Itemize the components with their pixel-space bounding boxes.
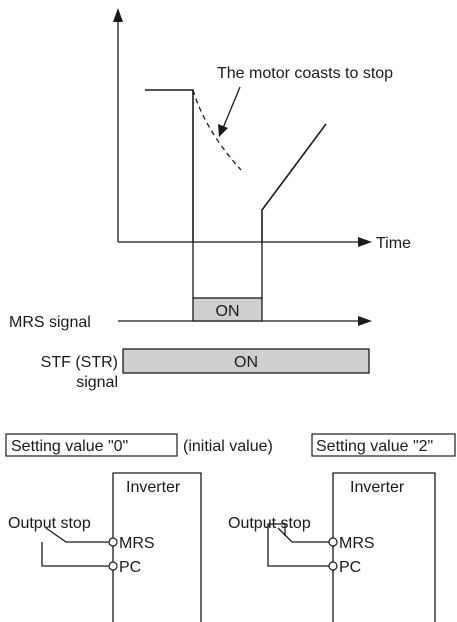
stf-signal-label-line2: signal [76, 374, 118, 391]
mrs-terminal-label-right: MRS [339, 535, 375, 552]
stf-signal-row: STF (STR) signal ON [41, 348, 370, 391]
pc-terminal-label-left: PC [119, 559, 141, 576]
circuit-setting-2: Inverter Output stop MRS PC [228, 472, 436, 622]
annotation-arrowhead [218, 124, 228, 137]
stf-signal-label-line1: STF (STR) [41, 354, 118, 371]
x-axis-arrowhead [358, 237, 372, 247]
pc-terminal-left [108, 561, 118, 571]
inverter-label-left: Inverter [126, 479, 181, 496]
inverter-box-left [112, 472, 202, 622]
setting-labels: Setting value "0" (initial value) Settin… [5, 433, 456, 457]
setting-0-label: Setting value "0" [11, 438, 128, 455]
restart-trace [261, 123, 327, 242]
setting-0-box [5, 433, 178, 457]
mrs-signal-arrowhead [358, 316, 372, 326]
mrs-signal-row: MRS signal ON [9, 297, 372, 331]
circuit-setting-0: Inverter Output stop MRS PC [8, 472, 202, 622]
inverter-box-right [332, 472, 436, 622]
mrs-on-pulse [192, 297, 263, 322]
switch-wiring-right [267, 542, 329, 567]
switch-contact-right [277, 527, 329, 543]
mrs-on-label: ON [216, 303, 240, 320]
mrs-terminal-right [328, 537, 338, 547]
stf-on-bar [122, 348, 370, 374]
output-frequency-trace [145, 89, 194, 242]
x-axis-label: Time [376, 235, 411, 252]
setting-2-label: Setting value "2" [316, 438, 433, 455]
mrs-terminal-label-left: MRS [119, 535, 155, 552]
coasting-speed-curve [192, 89, 242, 171]
speed-time-plot: Time The motor coasts to stop [113, 8, 411, 298]
switch-contact-left [45, 527, 109, 543]
coast-annotation: The motor coasts to stop [217, 65, 393, 82]
initial-value-note: (initial value) [183, 438, 273, 455]
setting-2-box [311, 433, 456, 457]
pc-terminal-right [328, 561, 338, 571]
inverter-label-right: Inverter [350, 479, 405, 496]
switch-nc-hook-right [267, 523, 286, 542]
switch-wiring-left [41, 542, 109, 567]
output-stop-label-left: Output stop [8, 515, 91, 532]
y-axis-arrowhead [113, 8, 123, 22]
annotation-leader [222, 86, 241, 129]
mrs-terminal-left [108, 537, 118, 547]
mrs-signal-label: MRS signal [9, 314, 91, 331]
stf-on-label: ON [234, 354, 258, 371]
pc-terminal-label-right: PC [339, 559, 361, 576]
